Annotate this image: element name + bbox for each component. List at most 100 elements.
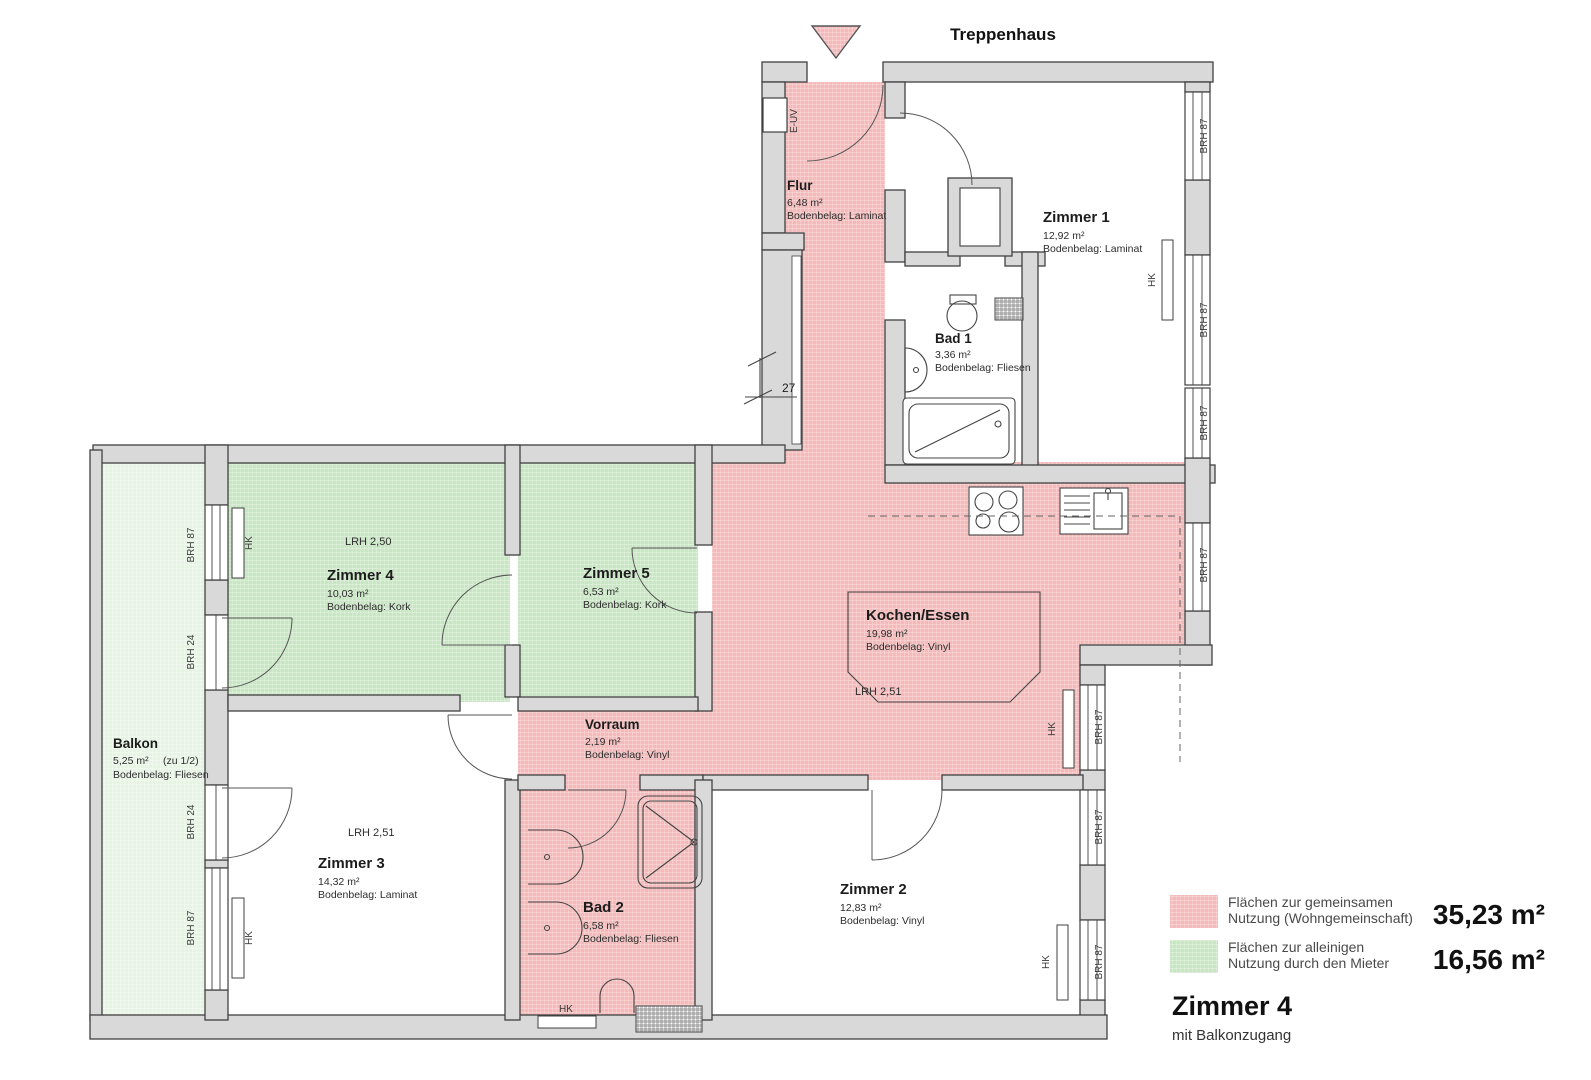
room-zimmer3-height: LRH 2,51 [348, 827, 394, 839]
room-bad2-floor: Bodenbelag: Fliesen [583, 933, 679, 945]
room-zimmer4-name: Zimmer 4 [327, 567, 394, 584]
brh-label: BRH 87 [1094, 944, 1105, 979]
stair-arrow-icon [810, 25, 862, 60]
hk-label: HK [559, 1004, 573, 1015]
sink [1059, 487, 1129, 535]
balcony-door [204, 784, 229, 861]
washbasin [904, 347, 928, 393]
vent-grille [994, 297, 1024, 321]
door-arc-entrance [806, 84, 884, 162]
room-bad1-floor: Bodenbelag: Fliesen [935, 362, 1031, 374]
room-zimmer2-floor: Bodenbelag: Vinyl [840, 915, 924, 927]
brh-label: BRH 87 [186, 527, 197, 562]
room-zimmer2-name: Zimmer 2 [840, 881, 907, 898]
room-bad2-name: Bad 2 [583, 899, 624, 916]
room-balkon-fill [100, 455, 210, 1020]
counter-dashed-line [868, 515, 1181, 762]
room-zimmer3-floor: Bodenbelag: Laminat [318, 889, 417, 901]
door-arc-zimmer3 [447, 714, 513, 780]
room-kochen-height: LRH 2,51 [855, 686, 901, 698]
bathtub [902, 397, 1016, 465]
room-bad1-area: 3,36 m² [935, 349, 971, 361]
washbasin [528, 901, 583, 955]
euv-label: E-UV [789, 109, 800, 133]
room-zimmer2-area: 12,83 m² [840, 902, 882, 914]
hk-label: HK [244, 536, 255, 550]
walls [89, 61, 1216, 1040]
room-zimmer4-area: 10,03 m² [327, 588, 369, 600]
kochen-label-outline [847, 591, 1041, 703]
room-balkon-area: 5,25 m² [113, 755, 149, 767]
door-arc-balcony-z3 [221, 787, 293, 859]
door-arc-zimmer4 [441, 574, 513, 646]
room-kochen-fill-lower [712, 640, 1080, 780]
radiator [1056, 924, 1069, 1001]
room-bad2-area: 6,58 m² [583, 920, 619, 932]
radiator [1161, 239, 1174, 321]
room-balkon-floor: Bodenbelag: Fliesen [113, 769, 209, 781]
room-zimmer5-name: Zimmer 5 [583, 565, 650, 582]
brh-label: BRH 87 [1199, 405, 1210, 440]
room-vorraum-name: Vorraum [585, 717, 640, 732]
room-flur-floor: Bodenbelag: Laminat [787, 210, 886, 222]
room-zimmer5-area: 6,53 m² [583, 586, 619, 598]
legend-private-value: 16,56 m² [1433, 944, 1545, 975]
radiator [231, 897, 245, 979]
room-zimmer5-fill [518, 462, 698, 702]
brh-label: BRH 87 [1094, 709, 1105, 744]
legend: Flächen zur gemeinsamen Nutzung (Wohngem… [1170, 894, 1545, 1044]
brh-label: BRH 87 [1094, 809, 1105, 844]
doors [221, 84, 973, 861]
room-zimmer4-height: LRH 2,50 [345, 536, 391, 548]
window [204, 867, 229, 991]
hk-label: HK [1147, 273, 1158, 287]
shower [637, 795, 703, 889]
window [1079, 789, 1106, 866]
plan-title: Zimmer 4 [1172, 991, 1292, 1021]
room-kochen-name: Kochen/Essen [866, 607, 969, 624]
room-kochen-floor: Bodenbelag: Vinyl [866, 641, 950, 653]
dim-27-label: 27 [782, 381, 796, 395]
window [204, 504, 229, 581]
legend-private-line2: Nutzung durch den Mieter [1228, 955, 1389, 971]
euv-box [762, 97, 788, 133]
brh-label: BRH 87 [1199, 118, 1210, 153]
hk-label: HK [1047, 722, 1058, 736]
door-arc-balcony-z4 [221, 617, 293, 689]
toilet [599, 978, 635, 1013]
toilet [946, 294, 978, 332]
window [1184, 387, 1211, 459]
dimension-27 [743, 351, 797, 405]
hk-label: HK [1041, 955, 1052, 969]
window [1079, 919, 1106, 1001]
brh-label: BRH 24 [186, 804, 197, 839]
radiator [231, 507, 245, 579]
legend-private-line1: Flächen zur alleinigen [1228, 939, 1364, 955]
room-zimmer1-name: Zimmer 1 [1043, 209, 1110, 226]
room-vorraum-floor: Bodenbelag: Vinyl [585, 749, 669, 761]
labels: Treppenhaus Flur 6,48 m² Bodenbelag: Lam… [113, 25, 1210, 1015]
room-flur-name: Flur [787, 178, 813, 193]
brh-label: BRH 87 [1199, 547, 1210, 582]
room-vorraum-area: 2,19 m² [585, 736, 621, 748]
legend-common-value: 35,23 m² [1433, 899, 1545, 930]
radiator [537, 1015, 597, 1029]
room-zimmer3-name: Zimmer 3 [318, 855, 385, 872]
legend-private-swatch [1170, 940, 1218, 973]
washbasin [528, 829, 584, 885]
room-zimmer4-floor: Bodenbelag: Kork [327, 601, 411, 613]
legend-common-swatch [1170, 895, 1218, 928]
room-zimmer3-area: 14,32 m² [318, 876, 360, 888]
door-arc-bad2 [567, 789, 627, 849]
room-zimmer1-area: 12,92 m² [1043, 230, 1085, 242]
washing-machine [635, 1005, 703, 1033]
balcony-door [204, 614, 229, 691]
room-balkon-name: Balkon [113, 736, 158, 751]
shaft-inner [959, 187, 1001, 247]
room-zimmer4-fill [228, 462, 510, 702]
brh-label: BRH 24 [186, 634, 197, 669]
legend-common-line2: Nutzung (Wohngemeinschaft) [1228, 910, 1413, 926]
room-vorraum-fill [518, 700, 718, 785]
